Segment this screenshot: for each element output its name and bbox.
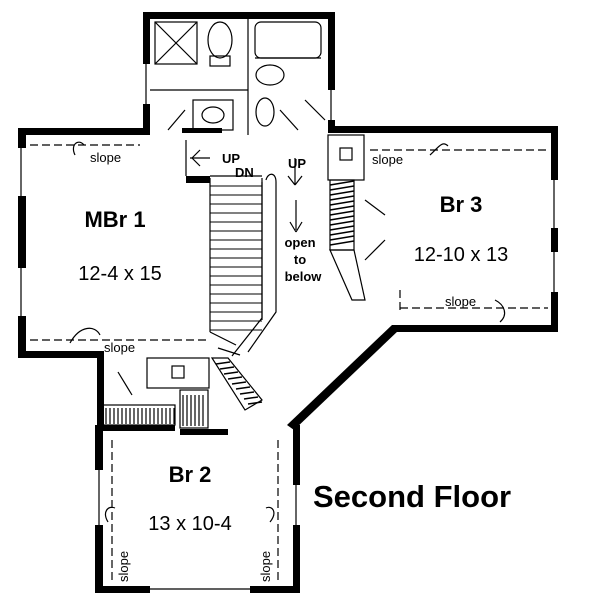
slope-label-br3-bottom: slope: [445, 294, 476, 309]
stair-up-left-label: UP: [222, 151, 240, 166]
room-name-br2: Br 2: [169, 462, 212, 487]
labels: MBr 1 12-4 x 15 Br 3 12-10 x 13 Br 2 13 …: [78, 150, 511, 582]
room-name-br3: Br 3: [440, 192, 483, 217]
room-size-mbr1: 12-4 x 15: [78, 263, 161, 285]
slope-lines: [30, 141, 548, 580]
open-to-below-line3: below: [285, 269, 323, 284]
slope-label-mbr1-top: slope: [90, 150, 121, 165]
stair-down-label: DN: [235, 165, 254, 180]
slope-label-br3-top: slope: [372, 152, 403, 167]
open-to-below-line2: to: [294, 252, 306, 267]
chimney-blocks: [102, 134, 386, 429]
staircase: [185, 140, 303, 357]
bath-fixtures: [150, 19, 326, 135]
room-size-br3: 12-10 x 13: [414, 244, 509, 266]
open-to-below-line1: open: [284, 235, 315, 250]
stair-up-right-label: UP: [288, 156, 306, 171]
slope-label-br2-left: slope: [116, 551, 131, 582]
windows: [17, 64, 559, 594]
slope-label-mbr1-bottom: slope: [104, 340, 135, 355]
plan-title: Second Floor: [313, 479, 511, 514]
room-size-br2: 13 x 10-4: [148, 513, 231, 535]
room-name-mbr1: MBr 1: [84, 207, 145, 232]
slope-label-br2-right: slope: [258, 551, 273, 582]
